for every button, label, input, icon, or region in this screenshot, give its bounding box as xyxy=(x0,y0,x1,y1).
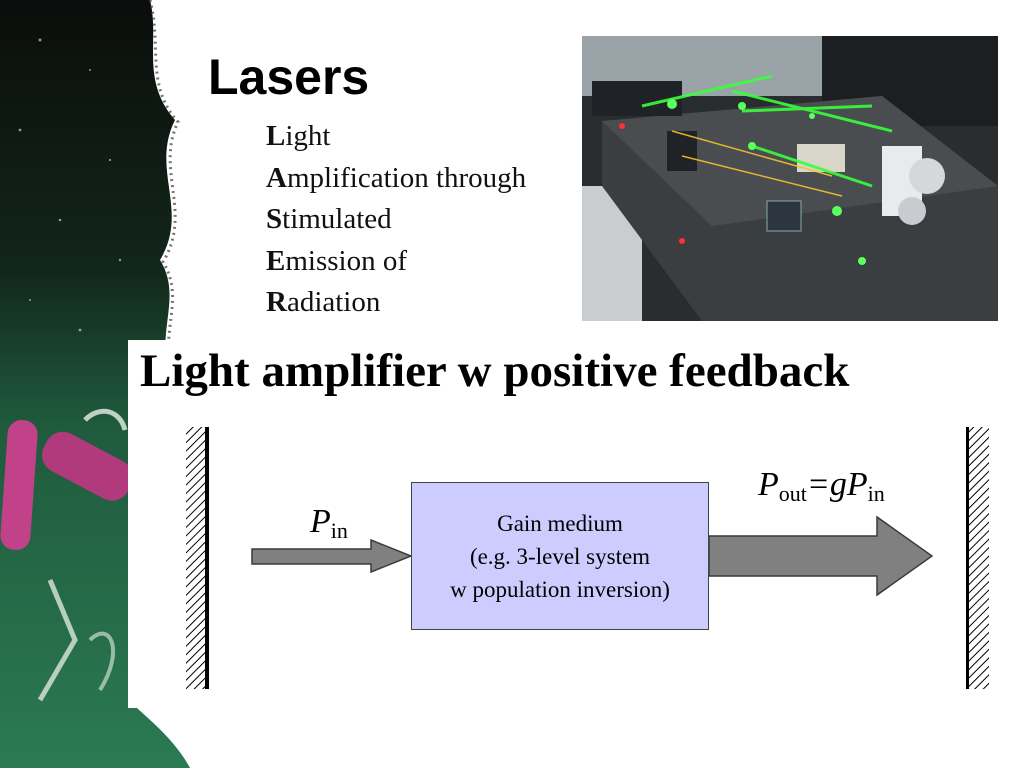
chalkboard-decoration xyxy=(0,0,190,768)
input-power-label: Pin xyxy=(310,503,348,543)
acronym-line: Amplification through xyxy=(266,161,527,194)
gain-medium-box: Gain medium (e.g. 3-level system w popul… xyxy=(411,482,709,630)
slide-subtitle: Light amplifier w positive feedback xyxy=(140,345,850,397)
acronym-line: Light xyxy=(266,120,331,152)
output-power-label: Pout=gPin xyxy=(758,466,885,506)
mirror-icon xyxy=(186,427,209,689)
mirror-icon xyxy=(966,427,989,689)
laser-lab-photo xyxy=(582,36,998,321)
gain-box-line: Gain medium xyxy=(497,510,623,536)
gain-box-line: (e.g. 3-level system xyxy=(469,543,651,569)
acronym-line: Stimulated xyxy=(266,203,392,235)
gain-box-line: w population inversion) xyxy=(450,576,670,602)
output-arrow xyxy=(708,515,934,597)
acronym-list: Light Amplification through Stimulated E… xyxy=(266,116,526,324)
acronym-line: Radiation xyxy=(266,286,381,318)
acronym-line: Emission of xyxy=(266,244,407,277)
input-arrow xyxy=(251,538,414,574)
slide-title: Lasers xyxy=(208,49,370,105)
